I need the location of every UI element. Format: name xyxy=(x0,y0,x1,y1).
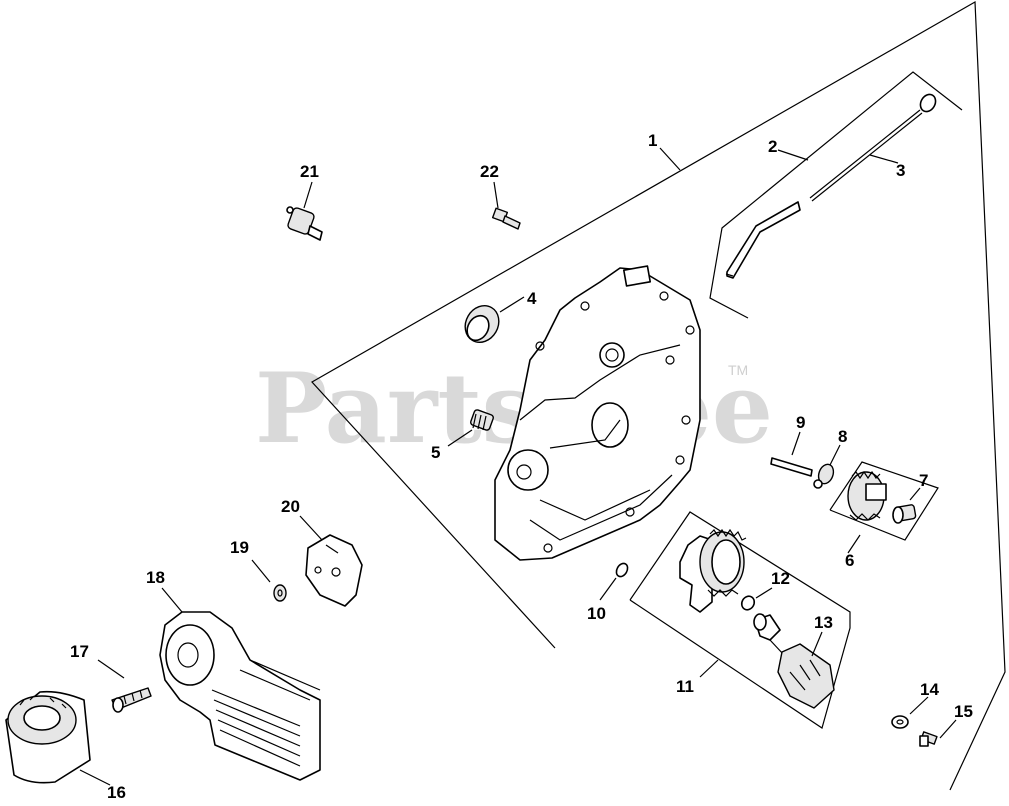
callout-8: 8 xyxy=(838,427,847,446)
callouts: 1 2 3 4 5 6 7 8 9 10 11 12 13 14 15 16 1… xyxy=(70,131,973,802)
callout-1: 1 xyxy=(648,131,657,150)
callout-14: 14 xyxy=(920,680,939,699)
dipstick xyxy=(809,93,937,202)
callout-6: 6 xyxy=(845,551,854,570)
callout-5: 5 xyxy=(431,443,440,462)
dowel-pin xyxy=(470,409,494,431)
pin xyxy=(770,457,813,477)
group-outline-6 xyxy=(829,461,939,541)
callout-13: 13 xyxy=(814,613,833,632)
dipstick-tube xyxy=(725,201,801,279)
callout-3: 3 xyxy=(896,161,905,180)
leader-lines xyxy=(79,147,957,786)
callout-12: 12 xyxy=(771,569,790,588)
o-ring-12 xyxy=(740,595,756,611)
group-outline-1 xyxy=(311,0,1006,791)
callout-9: 9 xyxy=(796,413,805,432)
oil-filter xyxy=(5,690,91,784)
bolt-22 xyxy=(491,207,521,230)
filter-nipple xyxy=(111,687,152,713)
callout-10: 10 xyxy=(587,604,606,623)
group-outline-2 xyxy=(709,71,963,319)
callout-16: 16 xyxy=(107,783,126,802)
gasket xyxy=(305,534,363,607)
callout-4: 4 xyxy=(527,289,537,308)
plug xyxy=(892,504,917,524)
plug-19 xyxy=(273,584,287,602)
closure-plate xyxy=(494,265,701,561)
callout-20: 20 xyxy=(281,497,300,516)
washer-8 xyxy=(813,463,835,489)
group-outline-11 xyxy=(629,511,851,729)
callout-15: 15 xyxy=(954,702,973,721)
callout-17: 17 xyxy=(70,642,89,661)
oil-pickup xyxy=(753,613,835,709)
washer-14 xyxy=(891,715,909,729)
governor-gear xyxy=(847,470,887,521)
callout-18: 18 xyxy=(146,568,165,587)
callout-22: 22 xyxy=(480,162,499,181)
callout-2: 2 xyxy=(768,137,777,156)
oil-seal xyxy=(464,305,500,343)
oil-pump xyxy=(679,528,747,613)
bolt-15 xyxy=(919,731,938,747)
watermark-trademark: TM xyxy=(728,362,748,378)
callout-7: 7 xyxy=(919,471,928,490)
oil-cooler xyxy=(159,611,321,781)
callout-19: 19 xyxy=(230,538,249,557)
callout-21: 21 xyxy=(300,162,319,181)
o-ring-10 xyxy=(615,562,629,578)
oil-pressure-switch xyxy=(286,206,323,241)
callout-11: 11 xyxy=(676,677,694,696)
